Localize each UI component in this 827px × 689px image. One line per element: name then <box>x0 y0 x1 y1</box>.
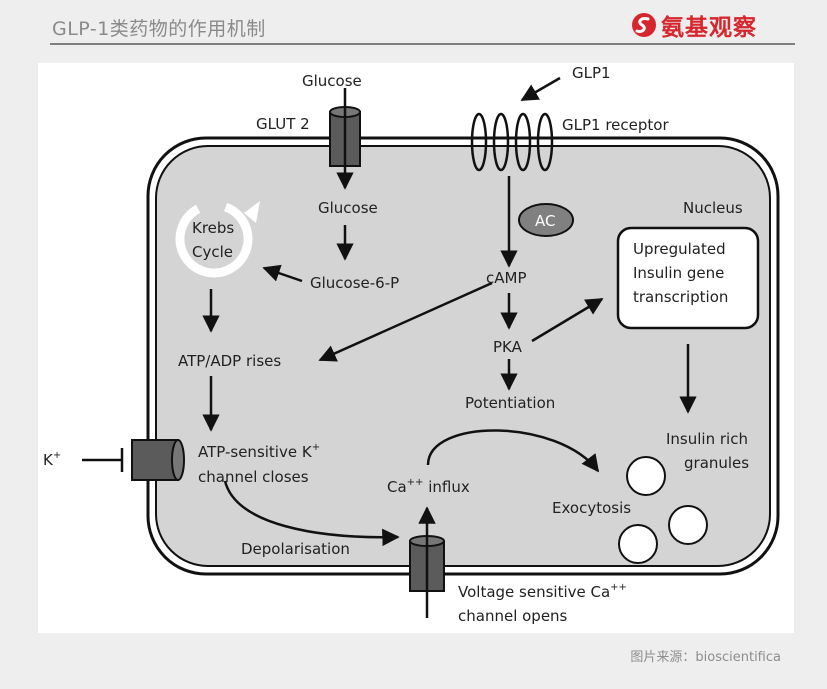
label-atp-channel-line1: ATP-sensitive K+ <box>198 442 320 461</box>
label-exocytosis: Exocytosis <box>552 499 631 517</box>
label-depolarisation: Depolarisation <box>241 540 350 558</box>
label-upregulated-line3: transcription <box>633 288 728 306</box>
label-glucose-inside: Glucose <box>318 199 378 217</box>
arrow-pka-to-nucleus <box>531 297 604 343</box>
label-ac: AC <box>535 212 555 230</box>
glp1-receptor <box>470 112 554 172</box>
label-upregulated-line2: Insulin gene <box>633 264 724 282</box>
cell-membrane-outer <box>146 136 780 576</box>
label-ca-influx: Ca++ influx <box>387 477 470 496</box>
label-k-ion: K+ <box>43 450 61 469</box>
arrow-camp-to-atp <box>318 281 493 362</box>
source-credit: 图片来源：bioscientifica <box>630 650 781 665</box>
label-krebs-line1: Krebs <box>192 219 234 237</box>
label-glp1-receptor: GLP1 receptor <box>562 116 669 134</box>
arrow-ca-to-exocytosis <box>426 429 600 473</box>
brand-logo: 氨基观察 <box>631 8 757 42</box>
arrow-channel-to-depolarisation <box>223 480 400 547</box>
label-glut2: GLUT 2 <box>256 115 310 133</box>
label-glp1: GLP1 <box>572 64 611 82</box>
brand-mark-icon <box>632 13 656 37</box>
label-glucose-outside: Glucose <box>302 72 362 90</box>
label-voltage-line2: channel opens <box>458 607 568 625</box>
label-pka: PKA <box>493 338 523 356</box>
arrow-g6p-to-krebs <box>262 264 303 283</box>
nucleus-box <box>616 226 760 330</box>
cell-cytoplasm <box>155 145 771 567</box>
label-voltage-line1: Voltage sensitive Ca++ <box>458 582 627 601</box>
katp-channel <box>131 439 185 481</box>
title-divider <box>50 43 795 45</box>
label-nucleus: Nucleus <box>683 199 743 217</box>
label-atp-adp: ATP/ADP rises <box>178 352 281 370</box>
label-insulin-granules-line1: Insulin rich <box>666 430 748 448</box>
glp1-mechanism-figure: Glucose GLUT 2 GLP1 GLP1 receptor Glucos… <box>38 63 794 633</box>
label-insulin-granules-line2: granules <box>684 454 749 472</box>
label-glucose-6-p: Glucose-6-P <box>310 274 399 292</box>
slide-title: GLP-1类药物的作用机制 <box>52 18 266 40</box>
label-potentiation: Potentiation <box>465 394 555 412</box>
label-atp-channel-line2: channel closes <box>198 468 309 486</box>
label-upregulated-line1: Upregulated <box>633 240 726 258</box>
insulin-granule <box>626 456 666 496</box>
brand-name: 氨基观察 <box>661 14 757 41</box>
label-camp: cAMP <box>486 269 527 287</box>
adenylyl-cyclase <box>518 203 574 237</box>
label-krebs-line2: Cycle <box>192 243 233 261</box>
arrow-glp1-binding <box>520 76 561 102</box>
insulin-granule <box>668 505 708 545</box>
insulin-granule <box>618 524 658 564</box>
